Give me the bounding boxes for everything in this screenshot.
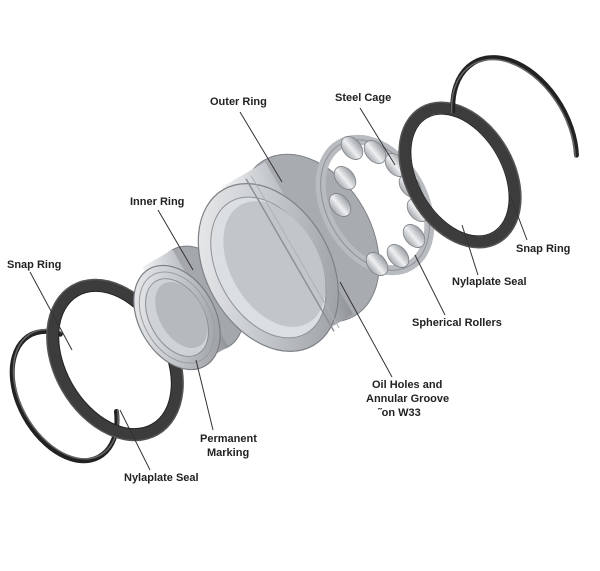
snap-ring-right — [450, 55, 579, 158]
label-oil-holes-line-1: Oil Holes and — [372, 379, 442, 391]
inner-ring — [133, 245, 245, 371]
label-nylaplate-seal-right: Nylaplate Seal — [452, 276, 527, 288]
label-spherical-rollers: Spherical Rollers — [412, 317, 502, 329]
label-nylaplate-seal-left: Nylaplate Seal — [124, 472, 199, 484]
snap-ring-left — [9, 328, 120, 464]
nylaplate-seal-right — [398, 101, 522, 249]
label-permanent-marking-line-2: Marking — [207, 447, 249, 459]
label-outer-ring: Outer Ring — [210, 96, 267, 108]
label-inner-ring: Inner Ring — [130, 196, 184, 208]
label-steel-cage: Steel Cage — [335, 92, 391, 104]
outer-ring — [197, 153, 380, 352]
labels: Outer Ring Steel Cage Inner Ring Snap Ri… — [7, 92, 570, 484]
leader-lines — [29, 107, 528, 471]
label-oil-holes-line-3: ˜on W33 — [377, 407, 421, 419]
label-permanent-marking-line-1: Permanent — [200, 433, 257, 445]
label-snap-ring-left: Snap Ring — [7, 259, 61, 271]
label-snap-ring-right: Snap Ring — [516, 243, 570, 255]
label-oil-holes-line-2: Annular Groove — [366, 393, 449, 405]
